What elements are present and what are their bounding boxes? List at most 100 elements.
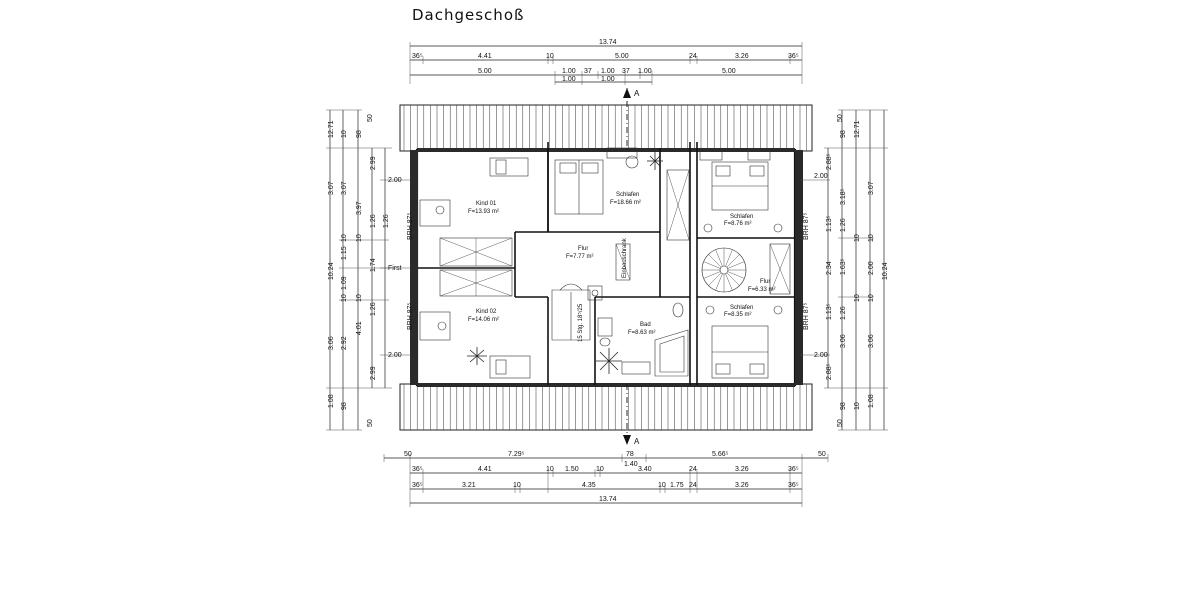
flur-main-name: Flur <box>578 246 588 252</box>
left-dim-col4-f: 2.99 <box>370 366 377 380</box>
roof-top <box>399 104 813 152</box>
schlafen-main-area: F=18.66 m² <box>610 200 641 206</box>
left-dim-col2-c: 1.09 <box>341 276 348 290</box>
left-dim-col4-b: 1.26 <box>370 214 377 228</box>
room-flur-right: Flur F=6.33 m² <box>701 243 791 295</box>
right-dim-col3-c: 2.00 <box>868 261 875 275</box>
room-schlafen-main: Schlafen F=18.66 m² <box>554 147 690 241</box>
top-dim-6: 3.26 <box>735 53 749 60</box>
right-dim-col2-f: 98 <box>840 402 847 410</box>
bottom-dim-24: 36⁵ <box>788 482 799 489</box>
bottom-dim-7: 4.41 <box>478 466 492 473</box>
right-dim-col1-d: 2.34 <box>826 261 833 275</box>
right-dim-col2-a: 98 <box>840 130 847 138</box>
right-small-1: 10 <box>854 234 861 242</box>
top-dimension-chain: 13.74 36⁵ 4.41 10 5.00 24 3.26 36⁵ 5.00 … <box>409 39 803 85</box>
top-dim-12: 37 <box>622 68 630 75</box>
bottom-dim-6: 36⁵ <box>412 466 423 473</box>
left-dim-col3-a: 3.07 <box>341 181 348 195</box>
bottom-dim-4: 5.66⁵ <box>712 451 729 458</box>
bad-name: Bad <box>640 322 651 328</box>
bottom-dim-10: 10 <box>596 466 604 473</box>
left-dim-10-24: 10.24 <box>328 262 335 280</box>
section-mark-top: A <box>634 89 640 98</box>
roof-bottom <box>399 383 813 431</box>
left-dim-col2-d: 2.92 <box>341 336 348 350</box>
right-dim-col1-c: 1.13⁵ <box>826 215 833 232</box>
right-level-2: 2.00 <box>814 352 828 359</box>
kind01-area: F=13.93 m² <box>468 209 499 215</box>
room-schlafen-r1: Schlafen F=8.76 m² <box>699 149 783 233</box>
bottom-dim-21: 1.75 <box>670 482 684 489</box>
bottom-dim-13: 3.26 <box>735 466 749 473</box>
spiral-stair-tread <box>725 273 733 291</box>
spiral-stair-tread <box>715 273 723 291</box>
stair: 15 Stg. 18⁵/25 <box>551 283 591 342</box>
schlafen-r2-name: Schlafen <box>730 305 753 311</box>
schlafen-r1-name: Schlafen <box>730 214 753 220</box>
outer-walls <box>410 148 803 387</box>
right-dim-col2-b: 1.26 <box>840 218 847 232</box>
left-dim-12-71-a: 12.71 <box>328 120 335 138</box>
top-dim-4: 5.00 <box>615 53 629 60</box>
bottom-dim-22: 24 <box>689 482 697 489</box>
interior-walls <box>418 142 795 385</box>
bad-area: F=8.63 m² <box>628 330 656 336</box>
kind02-name: Kind 02 <box>476 309 497 315</box>
left-dim-col3-c: 4.01 <box>356 321 363 335</box>
right-dimension-chain: 2.88⁵ 3.18⁵ 1.13⁵ 2.34 1.13⁵ 2.88⁵ 98 1.… <box>800 109 889 431</box>
section-line-a: A A <box>623 88 640 446</box>
schlafen-r2-area: F=8.35 m² <box>724 312 752 318</box>
left-small-6: 10 <box>356 294 363 302</box>
top-dim-2: 4.41 <box>478 53 492 60</box>
left-brh-2: BRH 87⁵ <box>407 302 414 330</box>
spiral-stair-tread <box>725 249 733 267</box>
bottom-dim-20: 10 <box>658 482 666 489</box>
room-bad: Bad F=8.63 m² <box>587 285 689 377</box>
bottom-total-dim: 13.74 <box>599 496 617 503</box>
left-small-2: 98 <box>356 130 363 138</box>
right-small-3: 10 <box>854 294 861 302</box>
bottom-dim-12: 24 <box>689 466 697 473</box>
right-dim-col2-e: 3.06 <box>840 334 847 348</box>
spiral-stair-tread <box>726 272 740 286</box>
left-dim-col4-e: 1.26 <box>370 302 377 316</box>
bottom-dim-15: 1.40 <box>624 461 638 468</box>
left-level-2: First <box>388 265 402 272</box>
top-dim-1: 36⁵ <box>412 53 423 60</box>
right-brh-2: BRH 87⁵ <box>803 302 810 330</box>
left-dim-col2-a: 3.07 <box>328 181 335 195</box>
flur-right-name: Flur <box>760 279 770 285</box>
plan-title: Dachgeschoß <box>412 6 524 24</box>
right-small-6: 50 <box>837 419 844 427</box>
bottom-dim-9: 1.50 <box>565 466 579 473</box>
top-dim-13: 1.00 <box>638 68 652 75</box>
right-dim-col1-e: 1.13⁵ <box>826 303 833 320</box>
right-dim-col2-c: 1.63⁵ <box>840 258 847 275</box>
top-dim-11: 1.00 <box>601 68 615 75</box>
section-mark-bottom: A <box>634 437 640 446</box>
top-dim-7: 36⁵ <box>788 53 799 60</box>
left-small-5: 10 <box>341 294 348 302</box>
schlafen-main-name: Schlafen <box>616 192 639 198</box>
right-dim-col4-a: 10.24 <box>882 262 889 280</box>
bottom-dim-16: 36⁵ <box>412 482 423 489</box>
left-small-1: 10 <box>341 130 348 138</box>
left-dimension-chain: 12.71 10.24 3.07 1.15 1.09 2.92 3.07 3.9… <box>326 109 414 431</box>
spiral-stair-tread <box>727 261 745 269</box>
left-dim-col2-b: 1.15 <box>341 246 348 260</box>
spiral-stair-tread <box>708 254 722 268</box>
top-dim-16: 1.00 <box>601 76 615 83</box>
kind02-area: F=14.06 m² <box>468 317 499 323</box>
right-dim-col2-d: 1.26 <box>840 306 847 320</box>
stair-label: 15 Stg. 18⁵/25 <box>577 303 584 342</box>
right-level-1: 2.00 <box>814 173 828 180</box>
top-dim-5: 24 <box>689 53 697 60</box>
right-small-5: 10 <box>854 402 861 410</box>
spiral-stair-tread <box>726 254 740 268</box>
flur-right-area: F=6.33 m² <box>748 287 776 293</box>
bottom-dim-14: 36⁵ <box>788 466 799 473</box>
left-brh-1: BRH 87⁵ <box>407 212 414 240</box>
left-small-4: 10 <box>356 234 363 242</box>
bottom-dimension-chain: 50 7.29⁵ 78 5.66⁵ 50 36⁵ 4.41 10 1.50 10… <box>383 451 829 507</box>
